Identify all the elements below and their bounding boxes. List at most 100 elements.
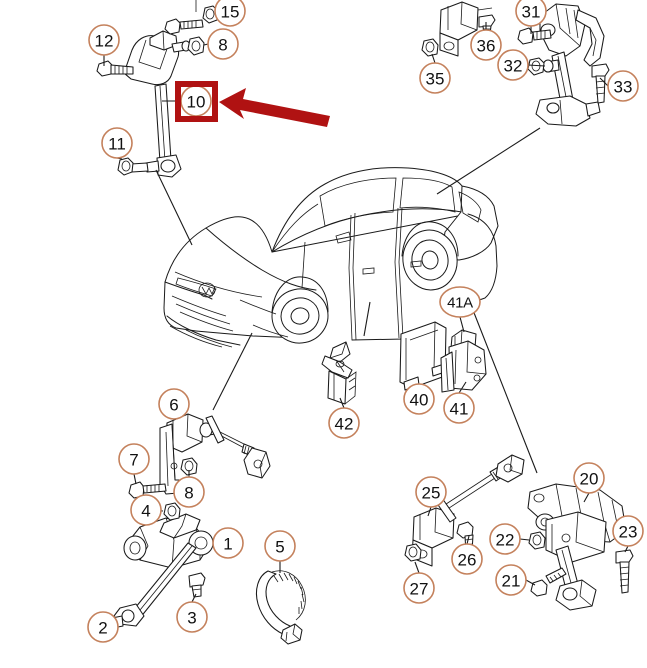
callout-5[interactable]: 5 xyxy=(264,530,296,562)
callout-31[interactable]: 31 xyxy=(515,0,547,27)
callout-bubble xyxy=(419,62,451,94)
callout-bubble xyxy=(470,29,502,61)
callout-bubble xyxy=(214,0,246,27)
callout-32[interactable]: 32 xyxy=(497,49,529,81)
callout-number: 25 xyxy=(422,484,441,503)
callout-8[interactable]: 8 xyxy=(207,28,239,60)
callout-number: 32 xyxy=(504,57,523,76)
callout-7[interactable]: 7 xyxy=(118,443,150,475)
callout-1[interactable]: 1 xyxy=(212,527,244,559)
part-31-bolt xyxy=(517,27,552,45)
callout-bubble xyxy=(212,527,244,559)
part-12-bolt xyxy=(96,60,134,77)
callout-bubble xyxy=(497,49,529,81)
callout-number: 40 xyxy=(410,391,429,410)
callout-bubble xyxy=(443,392,475,424)
callout-36[interactable]: 36 xyxy=(470,29,502,61)
callout-number: 12 xyxy=(95,32,114,51)
vehicle-illustration xyxy=(163,167,499,348)
callout-number: 42 xyxy=(335,415,354,434)
highlight-box xyxy=(175,81,218,122)
callout-bubble xyxy=(328,407,360,439)
callout-6[interactable]: 6 xyxy=(158,388,190,420)
part-27-nut xyxy=(404,543,422,562)
callout-number: 41 xyxy=(450,400,469,419)
callout-41[interactable]: 41 xyxy=(443,392,475,424)
callout-number: 3 xyxy=(187,609,196,628)
callout-2[interactable]: 2 xyxy=(87,611,119,643)
callout-41a[interactable]: 41A xyxy=(439,286,481,318)
callout-bubble xyxy=(403,572,435,604)
callout-20[interactable]: 20 xyxy=(573,462,605,494)
callout-bubble xyxy=(158,388,190,420)
callout-bubble xyxy=(176,601,208,633)
part-22-nut xyxy=(528,531,546,550)
callout-number: 27 xyxy=(410,580,429,599)
callout-bubble xyxy=(573,462,605,494)
callout-25[interactable]: 25 xyxy=(415,476,447,508)
callout-number: 2 xyxy=(98,619,107,638)
callout-number: 21 xyxy=(502,572,521,591)
callout-number: 6 xyxy=(169,396,178,415)
callout-number: 5 xyxy=(275,538,284,557)
group-top-right-rear-sensor xyxy=(421,1,610,127)
part-4-nut xyxy=(163,502,181,521)
callout-35[interactable]: 35 xyxy=(419,62,451,94)
callout-number: 26 xyxy=(458,551,477,570)
callout-number: 22 xyxy=(496,531,515,550)
callout-10[interactable]: 10 xyxy=(180,85,212,117)
callout-40[interactable]: 40 xyxy=(403,383,435,415)
callout-number: 15 xyxy=(221,3,240,22)
callout-42[interactable]: 42 xyxy=(328,407,360,439)
group-control-unit xyxy=(321,321,487,405)
callout-bubble xyxy=(403,383,435,415)
callout-33[interactable]: 33 xyxy=(607,70,639,102)
callout-27[interactable]: 27 xyxy=(403,572,435,604)
callout-11[interactable]: 11 xyxy=(101,127,133,159)
callout-23[interactable]: 23 xyxy=(612,515,644,547)
callout-number: 11 xyxy=(108,135,126,154)
callout-bubble xyxy=(489,523,521,555)
callout-bubble xyxy=(88,24,120,56)
part-23-bolt xyxy=(615,549,634,594)
callout-bubble xyxy=(264,530,296,562)
part-32-nut xyxy=(527,57,545,76)
callout-number: 8 xyxy=(218,36,227,55)
part-8-nut-top xyxy=(187,36,205,56)
part-21-bolt xyxy=(530,567,567,597)
part-11-nut xyxy=(117,157,134,176)
callout-number: 4 xyxy=(141,502,150,521)
group-rear-sensor-assembly xyxy=(404,454,634,611)
part-33-bolt xyxy=(591,63,610,104)
callout-number: 36 xyxy=(477,37,496,56)
part-40-control-unit xyxy=(399,321,447,391)
callout-bubble xyxy=(451,543,483,575)
callout-bubble xyxy=(612,515,644,547)
callout-bubble xyxy=(173,476,205,508)
part-3-bolt xyxy=(188,572,206,598)
callout-21[interactable]: 21 xyxy=(495,564,527,596)
callout-26[interactable]: 26 xyxy=(451,543,483,575)
callout-bubble xyxy=(207,28,239,60)
part-5-cable-tie xyxy=(255,570,306,645)
callout-12[interactable]: 12 xyxy=(88,24,120,56)
callout-number: 23 xyxy=(619,523,638,542)
callout-bubble xyxy=(101,127,133,159)
callout-22[interactable]: 22 xyxy=(489,523,521,555)
part-20-bracket xyxy=(527,483,634,611)
callout-15[interactable]: 15 xyxy=(214,0,246,27)
part-15-bolt-nut xyxy=(164,0,219,35)
callout-4[interactable]: 4 xyxy=(130,494,162,526)
callout-bubble xyxy=(515,0,547,27)
callout-number: 20 xyxy=(580,470,599,489)
callout-bubble xyxy=(87,611,119,643)
callout-3[interactable]: 3 xyxy=(176,601,208,633)
part-41-bracket xyxy=(440,340,487,393)
callout-number: 7 xyxy=(129,451,138,470)
callout-bubble xyxy=(130,494,162,526)
callout-8[interactable]: 8 xyxy=(173,476,205,508)
callout-number: 10 xyxy=(187,93,206,112)
